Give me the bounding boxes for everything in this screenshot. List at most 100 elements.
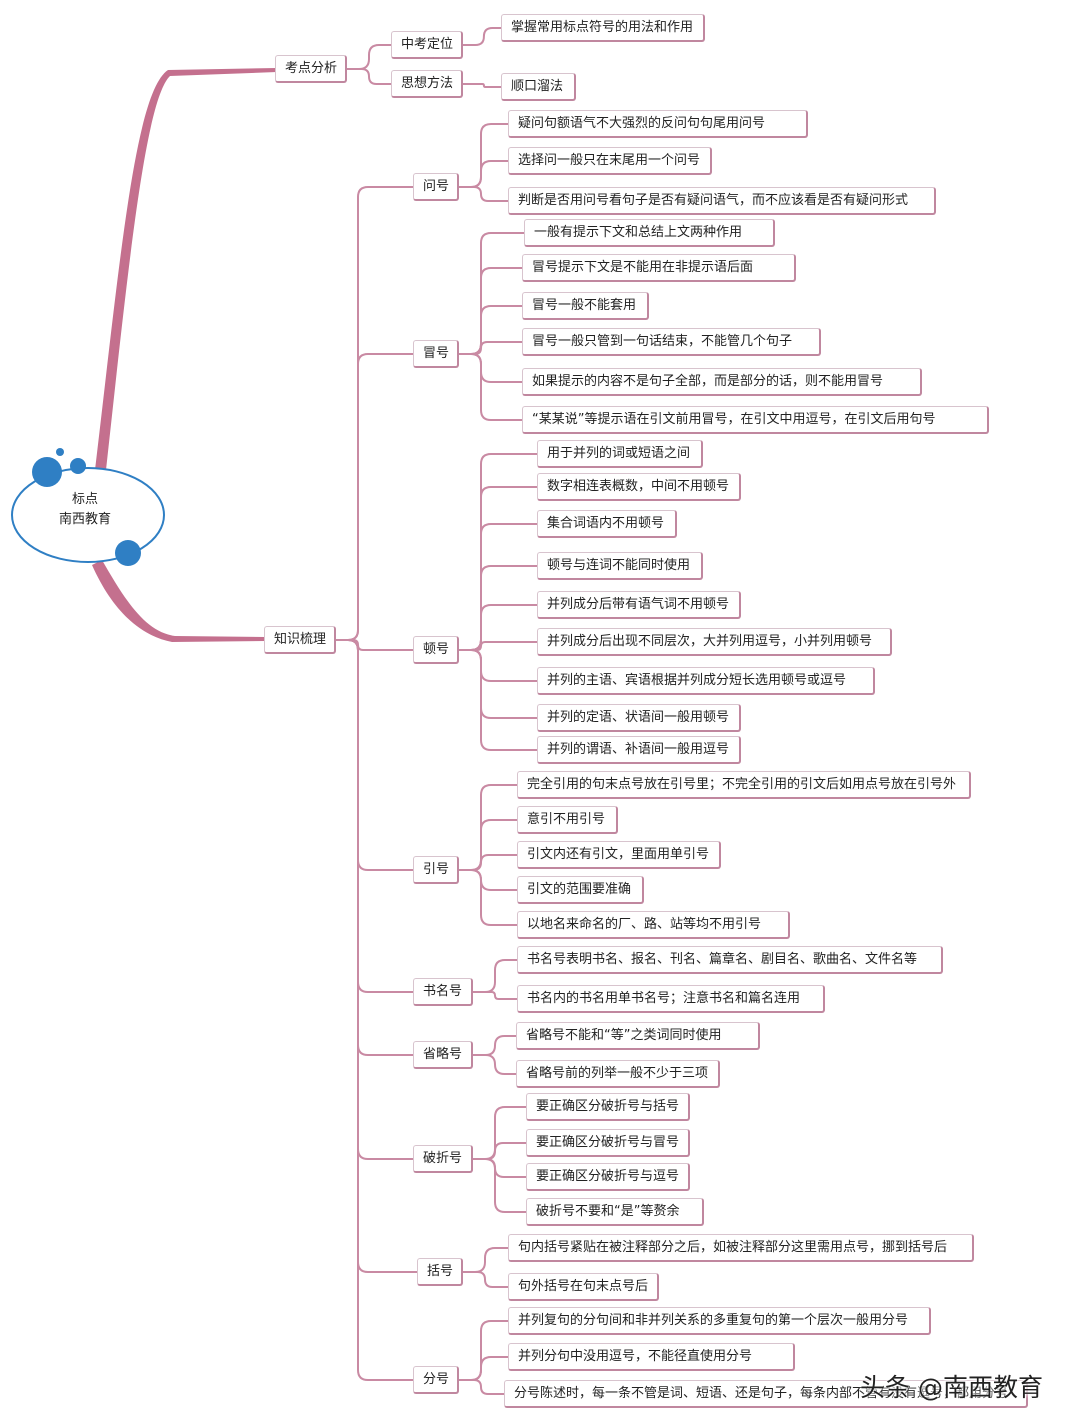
- main-branch-lines: [92, 68, 277, 642]
- leaf-node[interactable]: 并列成分后带有语气词不用顿号: [537, 591, 741, 619]
- leaf-node[interactable]: 判断是否用问号看句子是否有疑问语气，而不应该看是否有疑问形式: [508, 187, 936, 215]
- connector-line: [459, 1379, 504, 1395]
- leaf-node[interactable]: 引文内还有引文，里面用单引号: [517, 841, 721, 869]
- leaf-node[interactable]: 如果提示的内容不是句子全部，而是部分的话，则不能用冒号: [522, 368, 922, 396]
- topic-node-zhongkao-dingwei[interactable]: 中考定位: [391, 31, 463, 59]
- connector-line: [463, 83, 501, 88]
- connector-line: [473, 1054, 516, 1075]
- leaf-node[interactable]: 书名号表明书名、报名、刊名、篇章名、剧目名、歌曲名、文件名等: [517, 946, 943, 974]
- bubble-decoration: [115, 540, 141, 566]
- leaf-node[interactable]: 疑问句额语气不大强烈的反问句句尾用问号: [508, 110, 808, 138]
- bubble-decoration: [70, 458, 86, 474]
- leaf-node[interactable]: 句外括号在句末点号后: [508, 1273, 659, 1301]
- leaf-node[interactable]: 掌握常用标点符号的用法和作用: [501, 14, 705, 42]
- connector-line: [459, 565, 537, 651]
- connector-line: [473, 959, 517, 993]
- topic-node-fenhao[interactable]: 分号: [413, 1366, 459, 1394]
- topic-node-wenhao[interactable]: 问号: [413, 173, 459, 201]
- branch-node-kaodian-fenxi[interactable]: 考点分析: [275, 55, 347, 83]
- connector-line: [473, 1142, 526, 1160]
- connector-line: [459, 649, 537, 719]
- leaf-node[interactable]: 省略号不能和“等”之类词同时使用: [516, 1022, 760, 1050]
- leaf-node[interactable]: “某某说”等提示语在引文前用冒号，在引文中用逗号，在引文后用句号: [522, 406, 989, 434]
- root-node: [11, 448, 165, 566]
- leaf-node[interactable]: 冒号一般不能套用: [522, 292, 649, 320]
- topic-node-maohao[interactable]: 冒号: [413, 340, 459, 368]
- leaf-node[interactable]: 冒号提示下文是不能用在非提示语后面: [522, 254, 796, 282]
- leaf-node[interactable]: 选择问一般只在末尾用一个问号: [508, 147, 712, 175]
- leaf-node[interactable]: 数字相连表概数，中间不用顿号: [537, 473, 741, 501]
- leaf-node[interactable]: 并列成分后出现不同层次，大并列用逗号，小并列用顿号: [537, 628, 892, 656]
- leaf-node[interactable]: 引文的范围要准确: [517, 876, 644, 904]
- connector-line: [459, 649, 537, 682]
- leaf-node[interactable]: 分号陈述时，每一条不管是词、短语、还是句子，每条内部不管有没有逗号，都用分号: [504, 1380, 1028, 1408]
- connector-line: [459, 186, 508, 202]
- root-label: 标点 南西教育: [14, 490, 156, 530]
- connector-line: [473, 1158, 526, 1213]
- connector-line: [459, 486, 537, 651]
- topic-node-yinhao[interactable]: 引号: [413, 856, 459, 884]
- connector-line: [459, 649, 537, 751]
- leaf-node[interactable]: 破折号不要和“是”等赘余: [526, 1198, 704, 1226]
- topic-node-shenglvehao[interactable]: 省略号: [413, 1041, 473, 1069]
- leaf-node[interactable]: 书名内的书名用单书名号；注意书名和篇名连用: [517, 985, 825, 1013]
- leaf-node[interactable]: 用于并列的词或短语之间: [537, 440, 703, 468]
- leaf-node[interactable]: 并列的定语、状语间一般用顿号: [537, 704, 741, 732]
- leaf-node[interactable]: 完全引用的句末点号放在引号里；不完全引用的引文后如用点号放在引号外: [517, 771, 971, 799]
- connector-line: [459, 523, 537, 651]
- branch-node-zhishi-shuli[interactable]: 知识梳理: [264, 626, 336, 654]
- connector-line: [459, 784, 517, 871]
- leaf-node[interactable]: 要正确区分破折号与括号: [526, 1093, 690, 1121]
- connector-line: [459, 453, 537, 651]
- connector-line: [459, 1320, 508, 1381]
- bubble-decoration: [56, 448, 64, 456]
- connector-line: [459, 854, 517, 871]
- leaf-node[interactable]: 一般有提示下文和总结上文两种作用: [524, 219, 775, 247]
- branch-line-zhishi: [92, 560, 265, 642]
- connector-line: [473, 1035, 516, 1056]
- leaf-node[interactable]: 要正确区分破折号与冒号: [526, 1129, 690, 1157]
- topic-node-shuminghao[interactable]: 书名号: [413, 978, 473, 1006]
- connector-line: [473, 1106, 526, 1160]
- connector-line: [473, 1158, 526, 1178]
- bubble-decoration: [32, 457, 62, 487]
- connector-line: [463, 1271, 508, 1288]
- root-ellipse: [11, 467, 165, 563]
- connector-line: [463, 27, 501, 46]
- connector-line: [336, 353, 413, 641]
- connector-line: [463, 1247, 508, 1273]
- leaf-node[interactable]: 顺口溜法: [501, 73, 576, 101]
- connector-line: [336, 186, 413, 641]
- leaf-node[interactable]: 冒号一般只管到一句话结束，不能管几个句子: [522, 328, 821, 356]
- root-subtitle: 南西教育: [58, 512, 111, 527]
- topic-node-sixiang-fangfa[interactable]: 思想方法: [391, 70, 463, 98]
- connector-line: [347, 68, 391, 85]
- connector-line: [459, 232, 524, 355]
- leaf-node[interactable]: 并列复句的分句间和非并列关系的多重复句的第一个层次一般用分号: [508, 1307, 931, 1335]
- leaf-node[interactable]: 集合词语内不用顿号: [537, 510, 677, 538]
- watermark-text: 头条 @南西教育: [860, 1373, 1043, 1402]
- connector-line: [459, 353, 522, 383]
- connector-line: [459, 305, 522, 355]
- leaf-node[interactable]: 省略号前的列举一般不少于三项: [516, 1060, 720, 1088]
- leaf-node[interactable]: 句内括号紧贴在被注释部分之后，如被注释部分这里需用点号，挪到括号后: [508, 1234, 974, 1262]
- connector-line: [336, 639, 417, 1273]
- connector-line: [336, 639, 413, 871]
- connector-line: [459, 869, 517, 891]
- topic-node-kuohao[interactable]: 括号: [417, 1258, 463, 1286]
- topic-node-dunhao[interactable]: 顿号: [413, 636, 459, 664]
- leaf-node[interactable]: 并列分句中没用逗号，不能径直使用分号: [508, 1343, 795, 1371]
- connector-line: [459, 160, 508, 188]
- topic-node-pozhehao[interactable]: 破折号: [413, 1145, 473, 1173]
- connector-line: [459, 604, 537, 651]
- leaf-node[interactable]: 以地名来命名的厂、路、站等均不用引号: [517, 911, 790, 939]
- connector-line: [459, 353, 522, 421]
- leaf-node[interactable]: 要正确区分破折号与逗号: [526, 1163, 690, 1191]
- connector-line: [336, 639, 413, 993]
- leaf-node[interactable]: 并列的谓语、补语间一般用逗号: [537, 736, 741, 764]
- leaf-node[interactable]: 意引不用引号: [517, 806, 618, 834]
- leaf-node[interactable]: 并列的主语、宾语根据并列成分短长选用顿号或逗号: [537, 667, 875, 695]
- leaf-node[interactable]: 顿号与连词不能同时使用: [537, 552, 703, 580]
- connector-line: [459, 641, 537, 651]
